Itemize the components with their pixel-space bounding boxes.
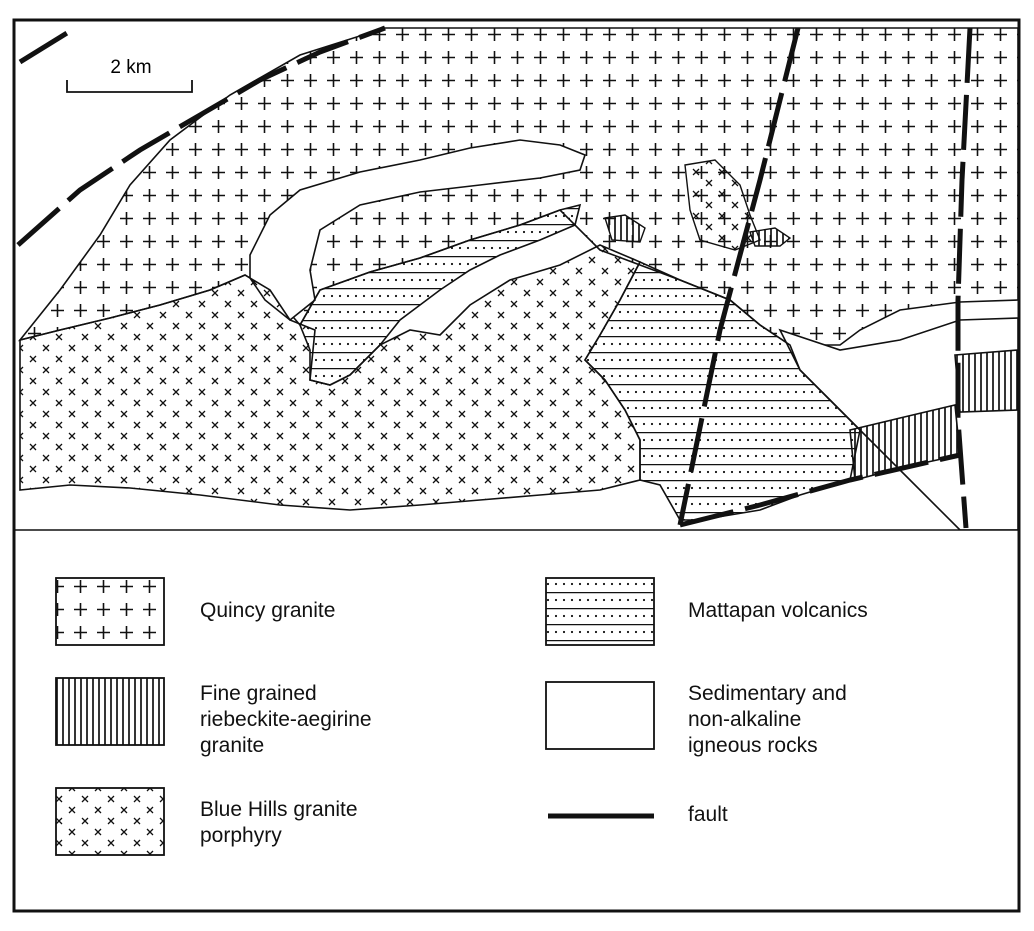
legend-swatch-sedimentary	[545, 681, 655, 750]
sedimentary-embayment	[249, 139, 586, 322]
scale-bar: 2 km	[66, 54, 193, 93]
legend-swatch-bluehills	[55, 787, 165, 856]
legend-label-riebeckite: Fine grained riebeckite-aegirine granite	[200, 682, 372, 757]
riebeckite-granite-far-east	[954, 349, 1018, 413]
blue-hills-porphyry-region	[19, 244, 642, 511]
legend-swatch-mattapan	[545, 577, 655, 646]
fault-central	[677, 27, 801, 526]
fault-corner	[18, 25, 77, 65]
legend-label-mattapan: Mattapan volcanics	[688, 599, 868, 622]
legend-label-sedimentary: Sedimentary and non-alkaline igneous roc…	[688, 682, 847, 757]
fault-northwest	[16, 25, 386, 247]
legend-swatch-riebeckite	[55, 677, 165, 746]
legend-swatch-quincy	[55, 577, 165, 646]
map-area	[16, 25, 1018, 530]
legend-label-quincy: Quincy granite	[200, 599, 336, 622]
legend	[55, 577, 655, 856]
legend-label-fault: fault	[688, 803, 728, 826]
faults	[16, 25, 973, 529]
riebeckite-granite-patch	[749, 227, 792, 247]
legend-label-bluehills: Blue Hills granite porphyry	[200, 798, 358, 847]
fault-southeast	[679, 452, 961, 528]
scale-bar-label: 2 km	[110, 57, 151, 78]
riebeckite-granite-small	[604, 214, 646, 243]
figure-frame	[12, 18, 1021, 913]
fault-east	[955, 27, 973, 529]
mattapan-volcanics-west-band	[299, 203, 582, 386]
